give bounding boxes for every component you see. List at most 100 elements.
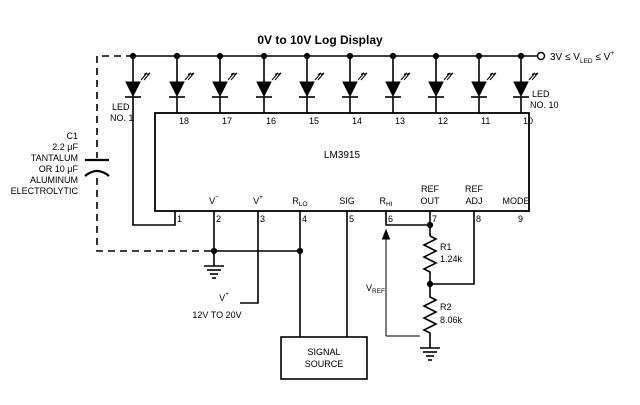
pin-5: 5 SIG [339,196,355,224]
led-light-arrowheads [360,72,368,75]
supply-label: 3V ≤ VLED ≤ V+ [550,50,614,65]
capacitor-label-type: TANTALUM [31,153,78,163]
pin-number: 1 [177,214,182,224]
led-light-rays [357,72,368,81]
pin-6: 6 RHI [380,196,394,224]
pin-name: REF [465,184,484,194]
r2-name: R2 [440,302,452,312]
led-triangle [212,81,228,98]
led-1 [125,52,151,102]
pin-name: SIG [339,196,355,206]
led-triangle [299,81,315,98]
capacitor-dashed-wire-top [96,55,133,158]
led-light-rays [314,72,325,81]
led-triangle [385,81,401,98]
led-first-label-number: NO. 1 [110,113,134,123]
diagram-title: 0V to 10V Log Display [257,33,383,47]
led-pin-number: 16 [266,116,276,126]
pin-7: 7 REF OUT [421,184,441,224]
supply-terminal [536,51,546,61]
pin-2: 2V− [209,194,221,224]
led-triangle [428,81,444,98]
capacitor-label-alt-type-2: ELECTROLYTIC [11,186,79,196]
pin-number: 8 [476,214,481,224]
led-light-rays [486,72,497,81]
led-light-arrowheads [274,72,282,75]
pin-name-2: ADJ [465,196,482,206]
ground-symbol-right [420,347,440,361]
ic-body [154,112,530,212]
led-triangle [342,81,358,98]
pin-number: 3 [260,214,265,224]
led-triangle [471,81,487,98]
led-pin-number: 10 [523,116,533,126]
led-light-arrowheads [230,72,238,75]
led-pin-number: 15 [309,116,319,126]
led-light-rays [227,72,238,81]
led-light-arrowheads [187,72,195,75]
capacitor-label-alt-value: OR 10 μF [39,164,79,174]
led-pin-number: 18 [179,116,189,126]
capacitor-label-alt-type: ALUMINUM [30,175,78,185]
pin-name: RHI [380,196,393,208]
vref-arrow [381,228,420,337]
capacitor-dashed-wire-bottom [96,178,214,252]
resistor-r2 [422,284,438,348]
led-3 [212,52,238,113]
pin-number: 2 [216,214,221,224]
r2-value: 8.06k [440,315,463,325]
refadj-wire [430,211,475,285]
led-4 [256,52,282,113]
ic-name: LM3915 [324,150,361,161]
capacitor-plate-bottom [84,169,110,177]
led-6 [342,52,368,113]
pin-name-2: OUT [421,196,441,206]
led-10 [513,52,539,113]
led-light-arrowheads [446,72,454,75]
led-triangle [125,81,141,98]
junction-rlo [296,247,304,255]
led-pin-number: 12 [438,116,448,126]
pin-name: RLO [292,196,307,208]
pin-name: REF [421,184,440,194]
r1-value: 1.24k [440,254,463,264]
signal-source-label: SIGNAL [307,347,340,357]
led-triangle [169,81,185,98]
led-light-rays [184,72,195,81]
capacitor-label-value: 2.2 μF [52,142,78,152]
pin-number: 6 [388,214,393,224]
led-8 [428,52,454,113]
pin-number: 4 [302,214,307,224]
led-light-rays [140,72,151,81]
led-light-arrowheads [531,72,539,75]
signal-source-label-2: SOURCE [305,359,344,369]
led-last-label-number: NO. 10 [530,100,559,110]
led-light-arrowheads [403,72,411,75]
pin-name: MODE [503,196,530,206]
vref-label: VREF [366,283,385,295]
led-light-rays [443,72,454,81]
supply-input-range: 12V TO 20V [192,310,241,320]
pin-name: V+ [253,194,263,206]
pin-number: 5 [349,214,354,224]
led-triangle [256,81,272,98]
pin-1: 1 [177,214,182,224]
pin-4: 4 RLO [292,196,307,224]
led-light-rays [400,72,411,81]
pin-number: 7 [432,214,437,224]
led-pin-number: 14 [352,116,362,126]
led-5 [299,52,325,113]
led-light-arrowheads [143,72,151,75]
ground-symbol-left [204,265,224,279]
led-array [125,52,539,113]
capacitor-label-name: C1 [66,131,78,141]
resistor-r1 [422,235,438,284]
pin-3: 3 V+ [253,194,265,224]
led1-to-pin1-wire [132,102,176,226]
led-pin-number: 17 [222,116,232,126]
junction-refout [426,221,434,229]
